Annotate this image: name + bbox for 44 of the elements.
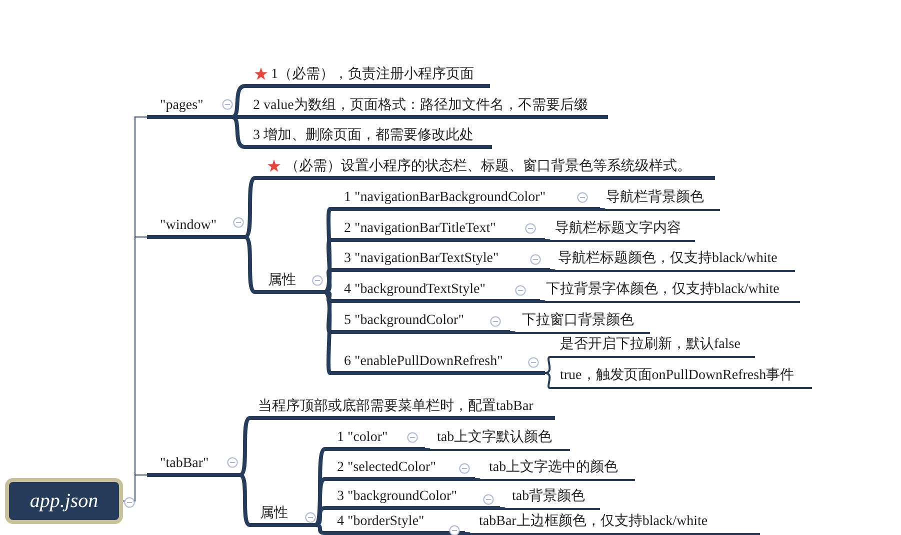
connector <box>540 300 545 303</box>
topic-label: tab背景颜色 <box>500 488 600 510</box>
topic-label: 是否开启下拉刷新，默认false <box>550 336 755 358</box>
connector <box>424 448 430 451</box>
topic-label: （必需）设置小程序的状态栏、标题、窗口背景色等系统级样式。 <box>255 158 715 180</box>
connector <box>244 176 256 239</box>
connector <box>544 372 551 389</box>
connector <box>464 532 470 535</box>
topic-label: 下拉背景字体颜色，仅支持black/white <box>540 281 800 303</box>
topic-label: 2 "navigationBarTitleText" <box>330 220 545 242</box>
topic-label: tab上文字选中的颜色 <box>475 459 635 481</box>
connector <box>314 506 326 527</box>
topic-label: 1 "navigationBarBackgroundColor" <box>330 189 600 211</box>
topic-label: 导航栏标题颜色，仅支持black/white <box>550 250 795 272</box>
topic-label: true，触发页面onPullDownRefresh事件 <box>550 367 812 389</box>
connector <box>239 473 251 527</box>
topic-label: tab上文字默认颜色 <box>425 429 570 451</box>
connector <box>550 269 555 272</box>
connector <box>324 290 332 303</box>
topic-label: tabBar上边框颜色，仅支持black/white <box>465 513 760 535</box>
topic-label: 4 "backgroundTextStyle" <box>330 281 540 303</box>
connector <box>239 416 251 477</box>
connector <box>500 507 505 510</box>
topic-label: 1（必需），负责注册小程序页面 <box>245 66 490 88</box>
topic-label: 下拉窗口背景颜色 <box>510 312 650 334</box>
connector <box>510 331 515 334</box>
connector <box>544 239 550 242</box>
topic-label: 6 "enablePullDownRefresh" <box>330 353 545 375</box>
topic-label: 当程序顶部或底部需要菜单栏时，配置tabBar <box>250 398 555 420</box>
root-box: app.json <box>5 478 123 524</box>
connector <box>324 268 332 294</box>
connector <box>244 235 256 294</box>
topic-label: 5 "backgroundColor" <box>330 312 510 334</box>
topic-label: 2 value为数组，页面格式：路径加文件名，不需要后缀 <box>245 97 608 119</box>
connector <box>314 523 326 535</box>
connector <box>324 290 332 334</box>
topic-label: 3 增加、删除页面，都需要修改此处 <box>245 127 492 149</box>
topic-label: 3 "backgroundColor" <box>325 488 500 510</box>
topic-label: 3 "navigationBarTextStyle" <box>330 250 550 272</box>
connector <box>600 208 605 211</box>
connector <box>544 356 551 374</box>
topic-label: 导航栏背景颜色 <box>600 189 720 211</box>
topic-label: 导航栏标题文字内容 <box>545 220 695 242</box>
connector <box>474 478 480 481</box>
